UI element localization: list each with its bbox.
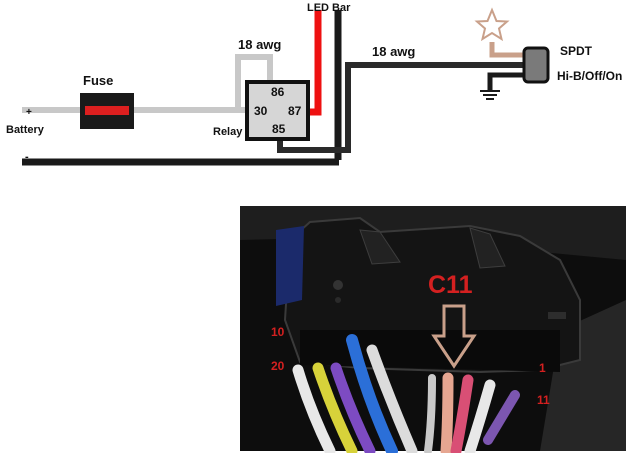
fuse-label: Fuse [83,73,113,88]
switch-positions-label: Hi-B/Off/On [557,69,622,83]
switch-type-label: SPDT [560,44,593,58]
battery-label: Battery [6,124,45,136]
relay-to-switch-wire [277,62,526,153]
relay-jumper-wire [235,54,273,110]
relay-label: Relay [213,126,243,138]
battery-negative-sign: - [25,151,29,163]
switch-ground-lead [487,72,526,90]
relay-pin-87: 87 [288,104,302,118]
switch-star-lead [489,42,526,58]
spdt-switch [522,46,550,84]
star-icon [474,7,510,42]
ground-symbol-icon [480,90,500,100]
fuse-element [85,106,129,115]
relay-pin-30: 30 [254,104,268,118]
switch-wire-gauge-label: 18 awg [372,44,415,59]
connector-photo [240,206,626,453]
photo-pin-10: 10 [271,325,285,339]
relay-body [245,80,310,141]
relay-pin-85: 85 [272,122,286,136]
connector-name-label: C11 [428,271,473,299]
photo-pin-11: 11 [537,393,550,407]
battery-positive-sign: + [26,107,32,118]
led-bar-label: LED Bar [307,2,351,14]
relay-pin-86: 86 [271,85,285,99]
down-arrow-icon [431,304,477,369]
relay-wire-gauge-label: 18 awg [238,37,281,52]
photo-pin-1: 1 [539,361,546,375]
photo-pin-20: 20 [271,359,285,373]
